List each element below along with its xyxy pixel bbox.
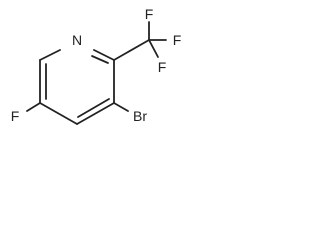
atom-fluorine-right: F bbox=[173, 32, 182, 48]
bond-c5-c4 bbox=[39, 102, 78, 125]
molecule-drawing: N F Br F F F bbox=[11, 6, 182, 125]
bond-c2-n-inner bbox=[91, 55, 109, 64]
atom-nitrogen: N bbox=[72, 32, 82, 48]
bond-c4-c3-inner bbox=[77, 98, 110, 118]
bond-c2-cf3 bbox=[113, 39, 150, 61]
bond-n-c6 bbox=[39, 49, 61, 61]
atom-fluorine-top: F bbox=[145, 6, 154, 22]
atom-fluorine-lower: F bbox=[158, 59, 167, 75]
bond-cf3-f-lower bbox=[148, 39, 159, 58]
structure-canvas: N F Br F F F bbox=[0, 0, 188, 138]
bond-c4-c3 bbox=[76, 102, 115, 125]
atom-fluorine-ring: F bbox=[11, 108, 20, 124]
bond-c5-f bbox=[26, 102, 41, 112]
atom-bromine: Br bbox=[133, 108, 147, 124]
bond-c2-n bbox=[93, 49, 115, 61]
bond-c3-br bbox=[113, 102, 129, 112]
